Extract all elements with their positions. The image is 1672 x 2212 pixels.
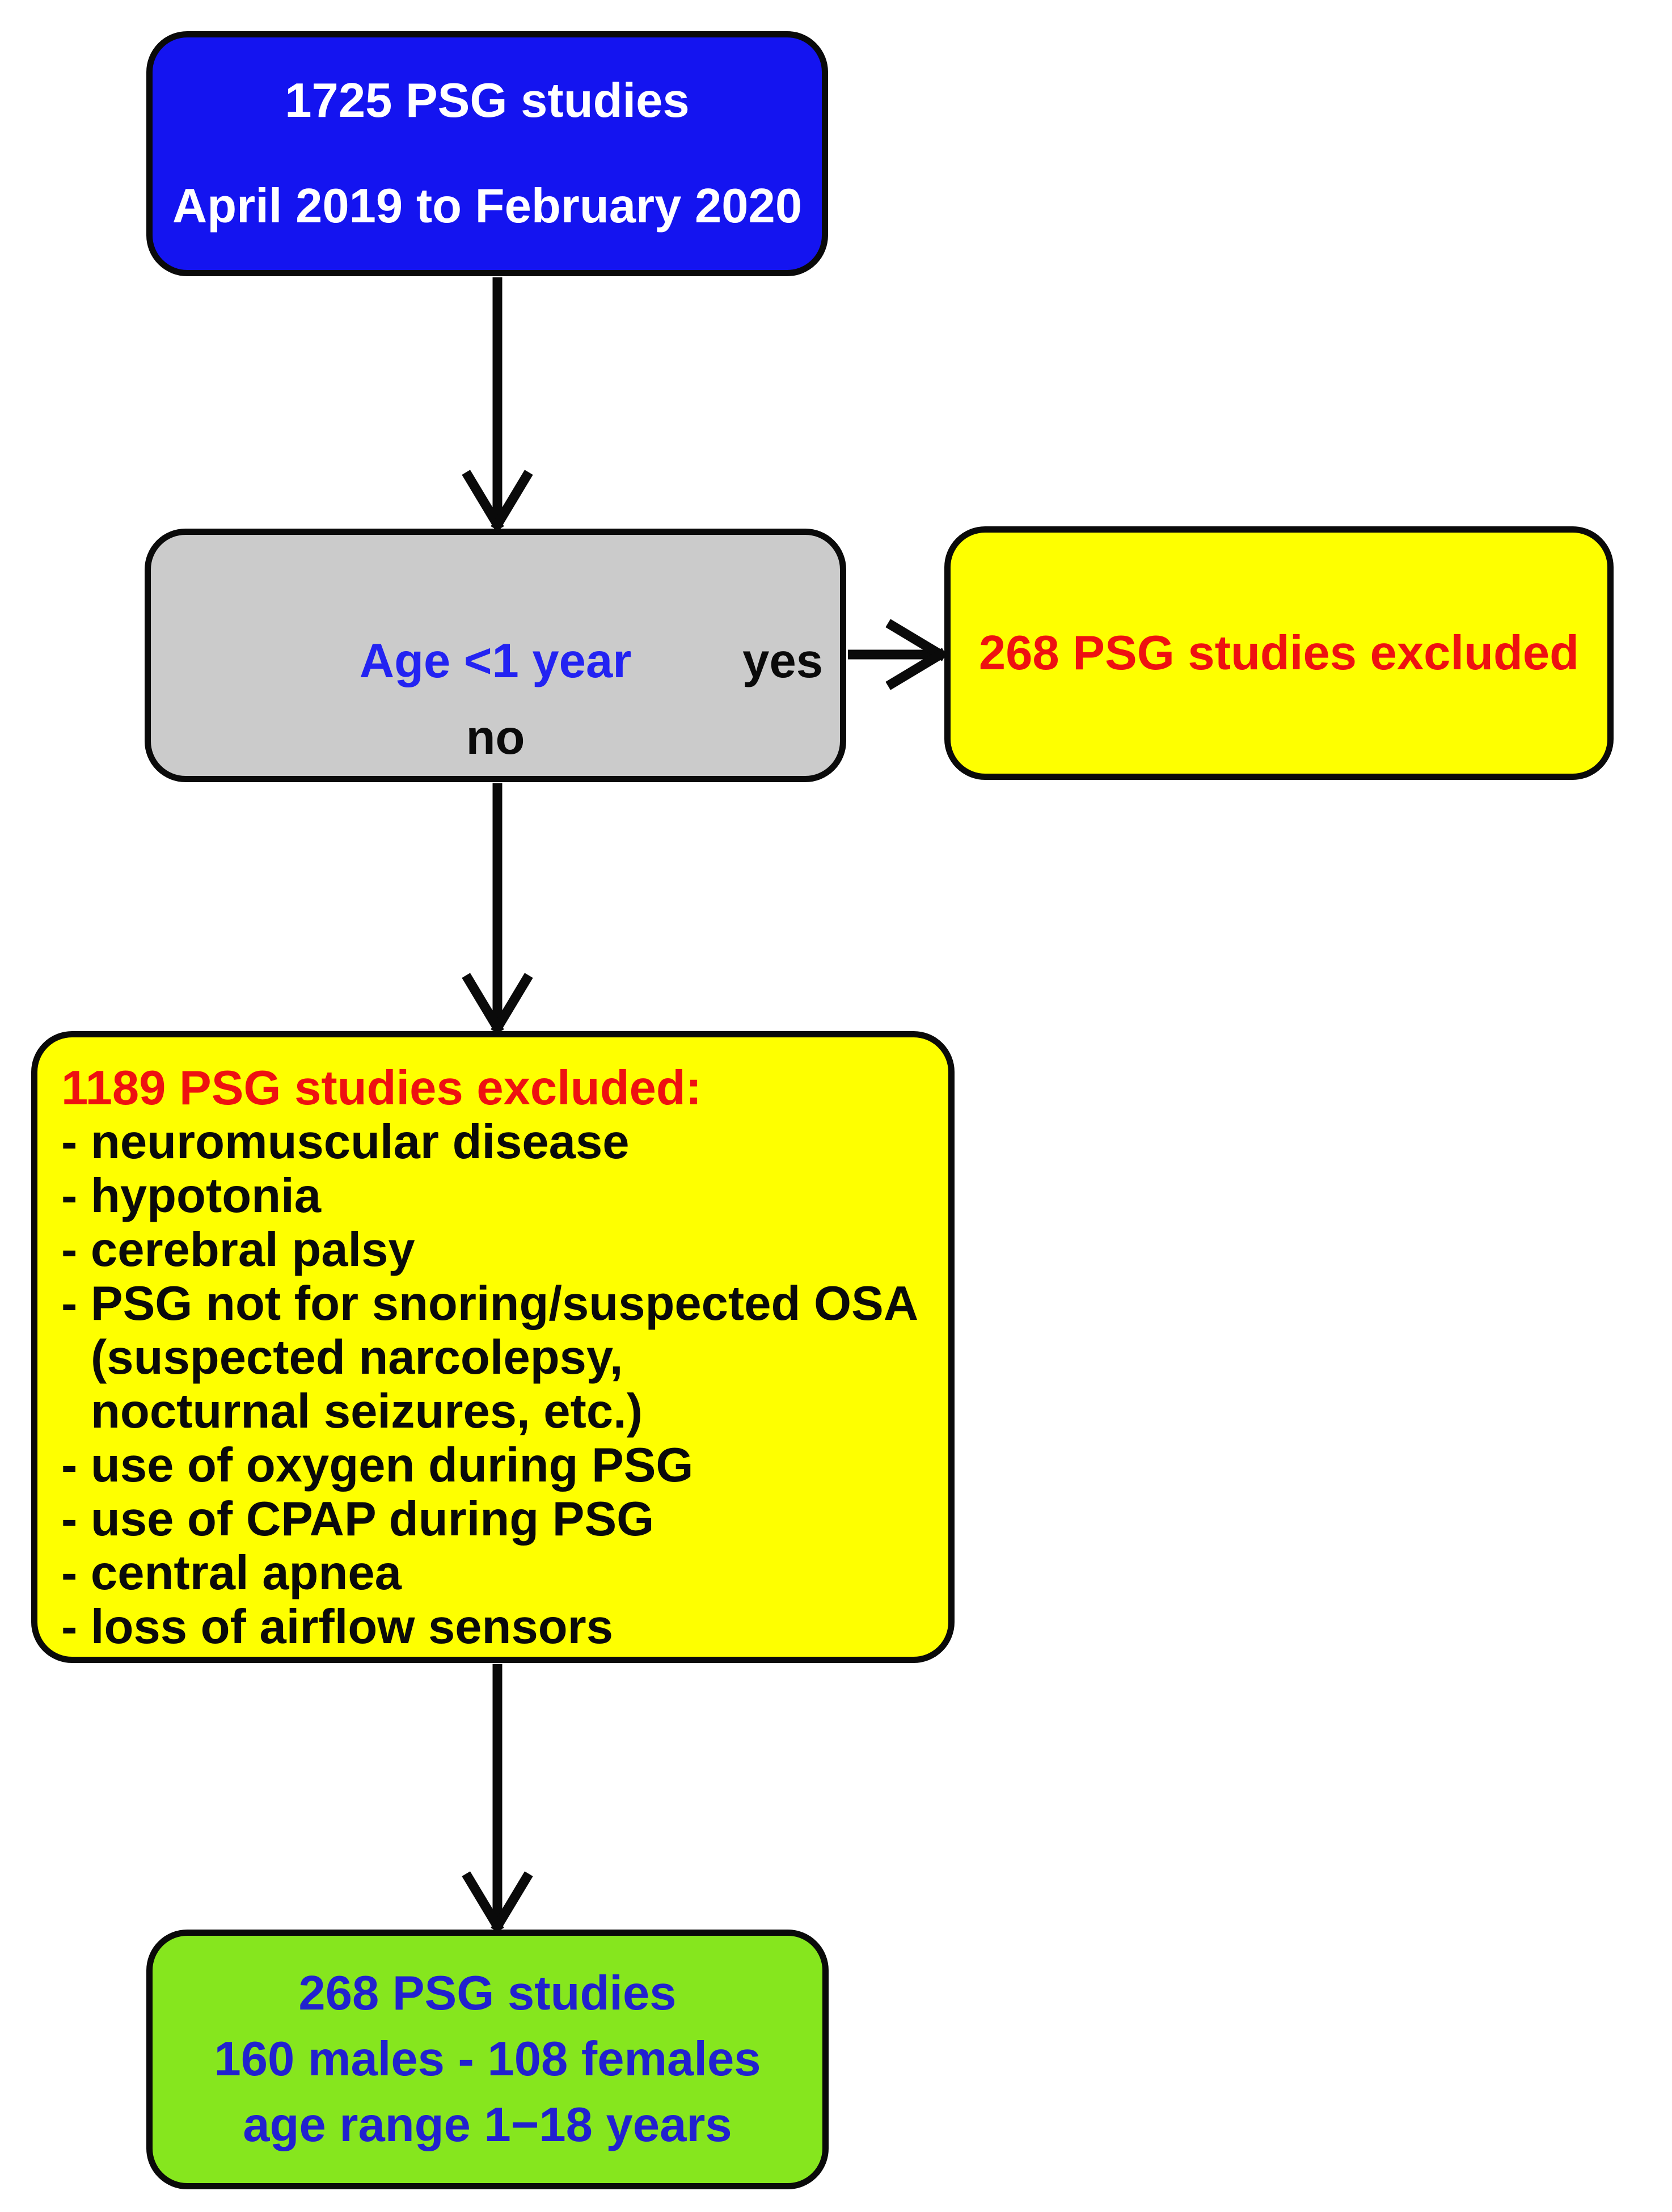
criteria-item-narcolepsy: (suspected narcolepsy, — [91, 1331, 623, 1384]
criteria-item-neuromuscular: - neuromuscular disease — [61, 1115, 630, 1169]
excluded-criteria-heading: 1189 PSG studies excluded: — [61, 1061, 702, 1115]
final-sex-breakdown: 160 males - 108 females — [214, 2032, 761, 2086]
arrow-criteria-to-final-head-right — [491, 1871, 533, 1933]
arrow-decision-to-criteria-head-left — [462, 973, 504, 1035]
excluded-age-text: 268 PSG studies excluded — [978, 626, 1580, 680]
criteria-item-central-apnea: - central apnea — [61, 1546, 402, 1600]
arrow-decision-to-criteria-head-right — [491, 973, 533, 1035]
criteria-item-psg-not-snoring: - PSG not for snoring/suspected OSA — [61, 1277, 919, 1331]
yes-branch-label: yes — [742, 634, 823, 688]
final-psg-count: 268 PSG studies — [298, 1966, 677, 2020]
criteria-item-nocturnal-seizures: nocturnal seizures, etc.) — [91, 1384, 643, 1438]
criteria-item-hypotonia: - hypotonia — [61, 1169, 321, 1223]
final-age-range: age range 1−18 years — [243, 2098, 732, 2152]
no-branch-label: no — [466, 711, 525, 765]
psg-total-count: 1725 PSG studies — [285, 74, 690, 128]
criteria-item-oxygen: - use of oxygen during PSG — [61, 1438, 694, 1492]
criteria-item-cerebral-palsy: - cerebral palsy — [61, 1223, 415, 1277]
final-cohort-box: 268 PSG studies 160 males - 108 females … — [146, 1930, 829, 2189]
arrow-top-to-decision-head-right — [491, 470, 533, 531]
arrow-criteria-to-final-head-left — [462, 1871, 504, 1933]
excluded-criteria-box: 1189 PSG studies excluded: - neuromuscul… — [31, 1031, 955, 1663]
arrow-decision-to-excluded-head-top — [885, 619, 947, 661]
criteria-item-airflow-sensors: - loss of airflow sensors — [61, 1600, 614, 1654]
excluded-age-box: 268 PSG studies excluded — [944, 526, 1614, 780]
psg-total-box: 1725 PSG studies April 2019 to February … — [146, 31, 828, 276]
psg-date-range: April 2019 to February 2020 — [172, 179, 803, 233]
age-decision-label: Age <1 year — [359, 634, 632, 688]
arrow-top-to-decision-head-left — [462, 470, 504, 531]
arrow-decision-to-excluded-head-bottom — [885, 648, 947, 690]
criteria-item-cpap: - use of CPAP during PSG — [61, 1492, 655, 1546]
age-decision-box: Age <1 year yes no — [145, 529, 846, 782]
